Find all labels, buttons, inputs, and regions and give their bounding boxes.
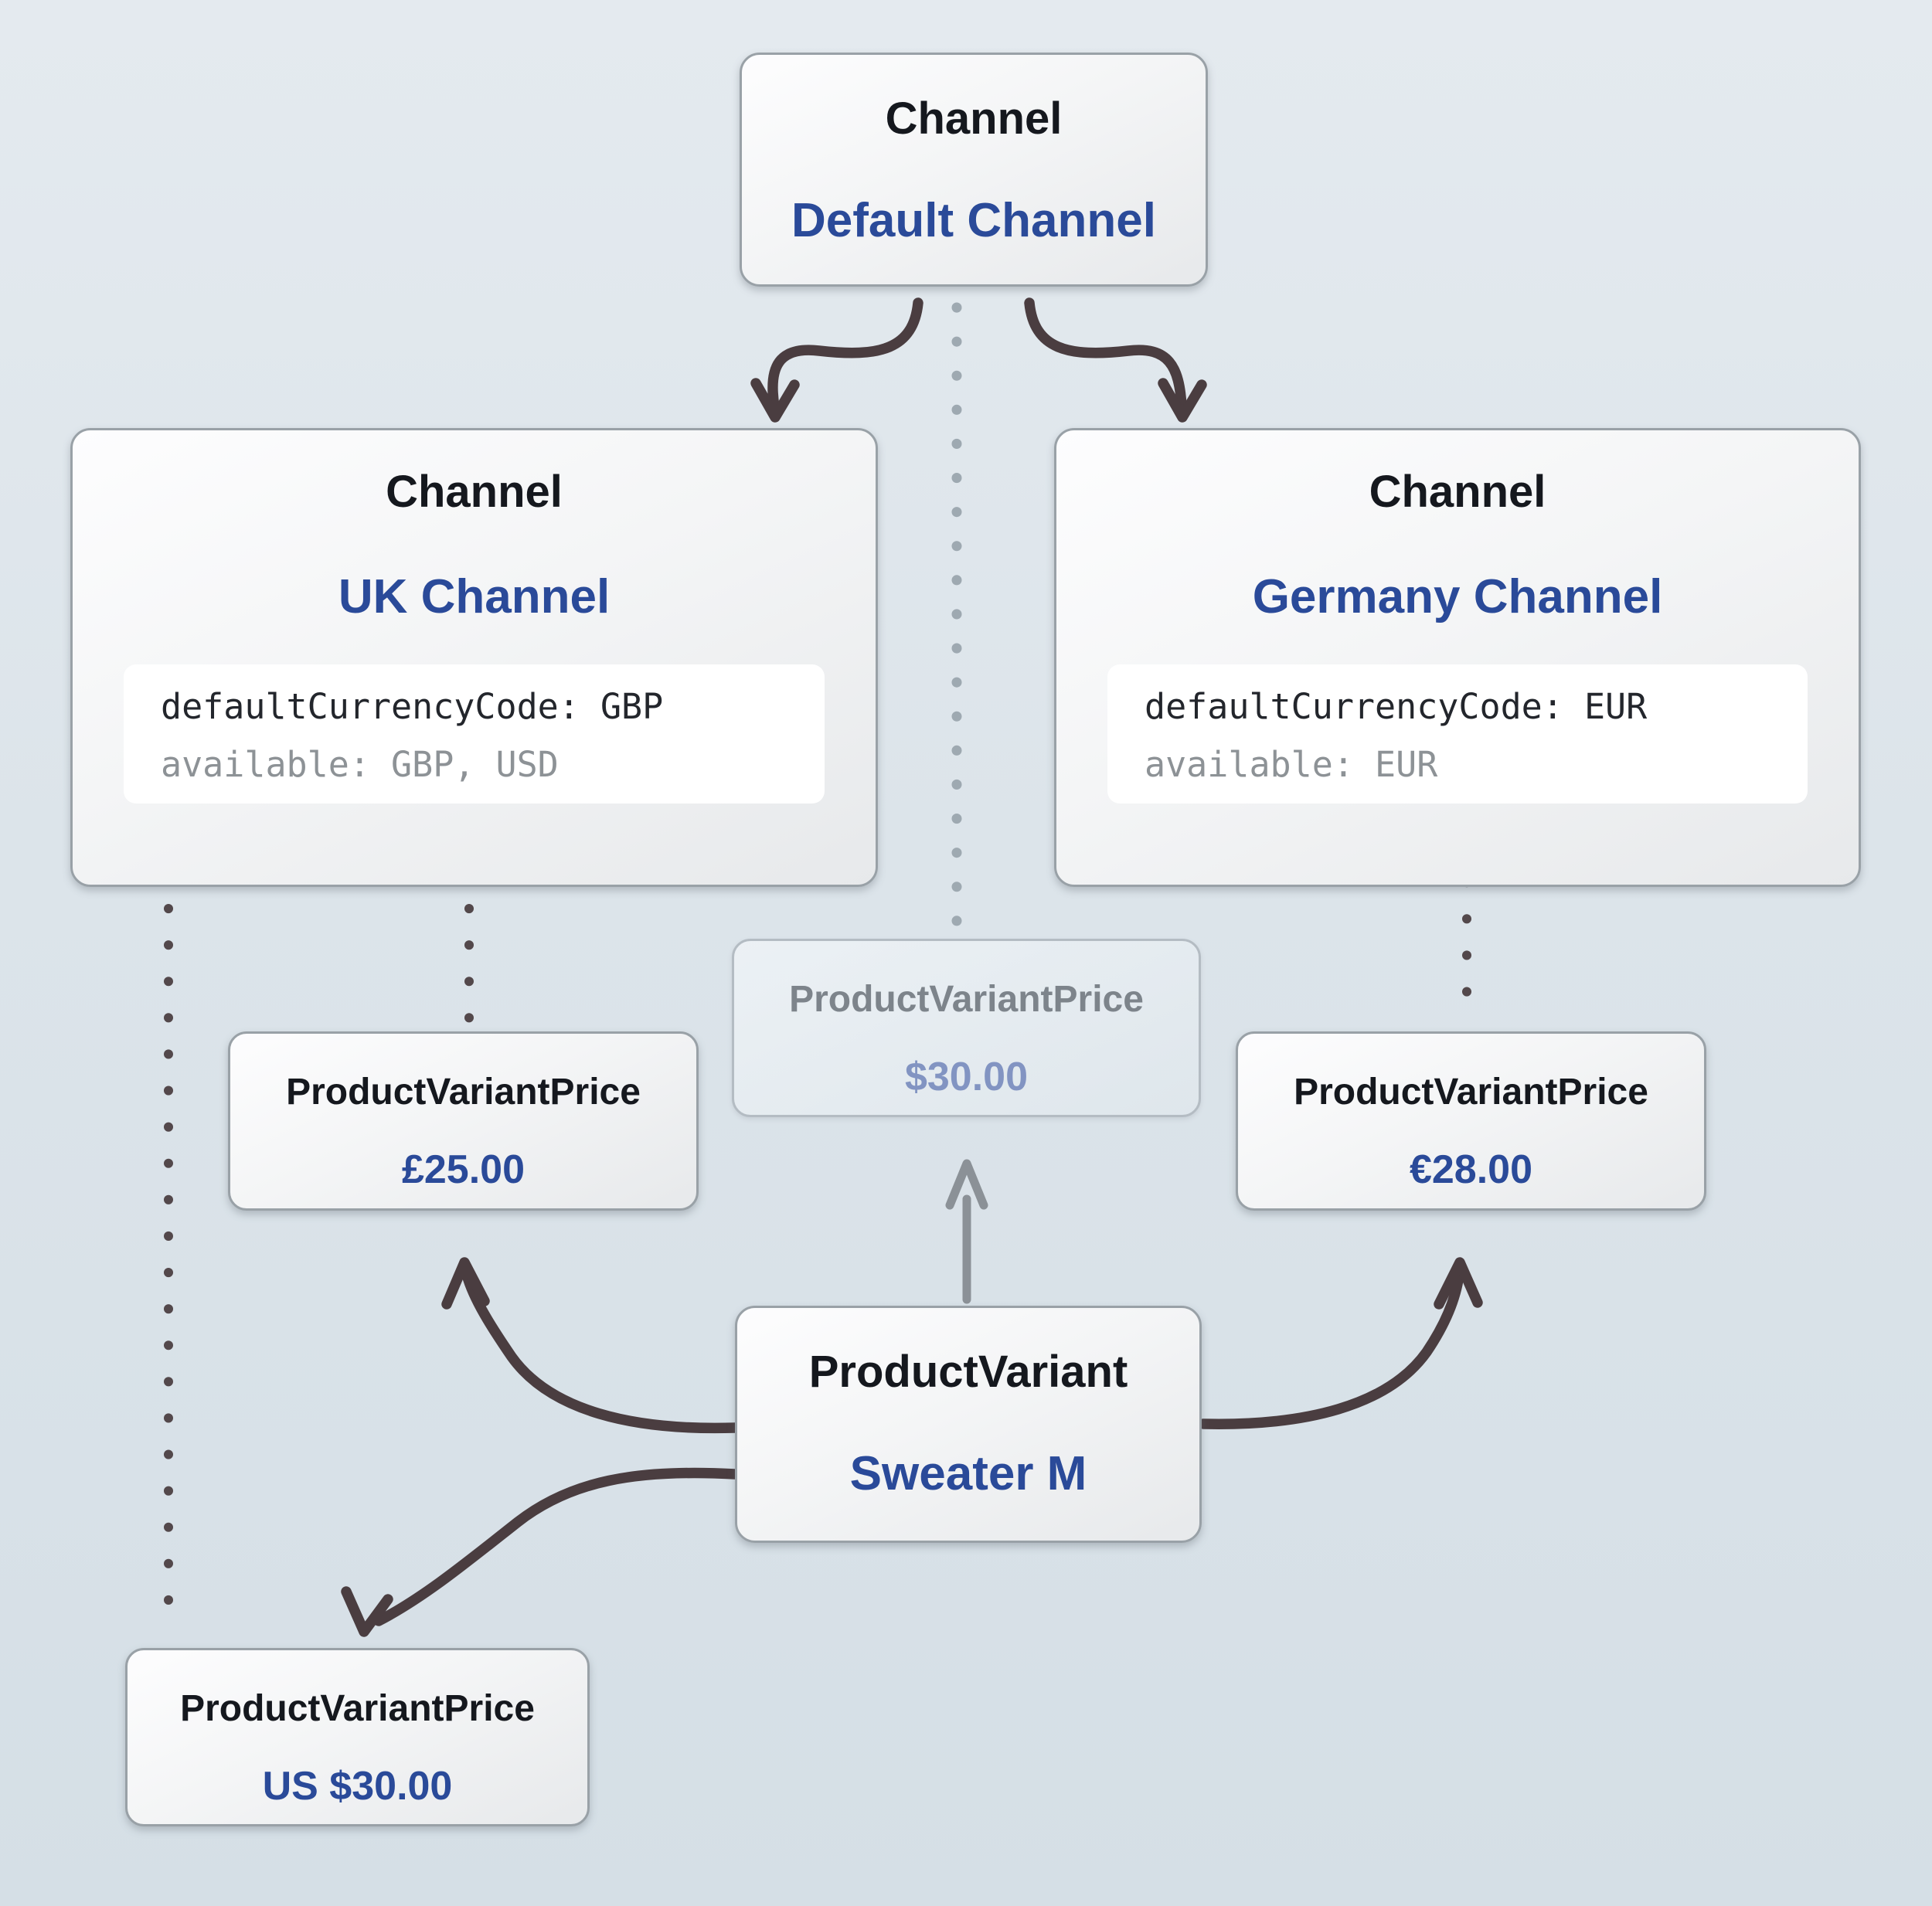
node-product-variant: ProductVariant Sweater M xyxy=(735,1306,1202,1543)
node-uk-channel: Channel UK Channel defaultCurrencyCode: … xyxy=(70,428,878,887)
node-uk-price: ProductVariantPrice £25.00 xyxy=(228,1031,699,1211)
node-us-price: ProductVariantPrice US $30.00 xyxy=(125,1648,590,1826)
entity-name-label: Germany Channel xyxy=(1252,570,1663,623)
node-germany-price: ProductVariantPrice €28.00 xyxy=(1236,1031,1706,1211)
node-default-channel: Channel Default Channel xyxy=(740,53,1208,287)
arrow-default-channel-to-germany-channel xyxy=(1024,297,1207,423)
price-value-label: €28.00 xyxy=(1409,1147,1533,1192)
entity-name-label: Sweater M xyxy=(849,1447,1087,1500)
available-currencies-line: available: EUR xyxy=(1145,744,1438,785)
arrow-product-variant-to-us-price xyxy=(341,1467,740,1637)
entity-type-label: ProductVariantPrice xyxy=(1294,1072,1648,1113)
price-value-label: $30.00 xyxy=(904,1055,1029,1099)
entity-type-label: ProductVariantPrice xyxy=(286,1072,641,1113)
entity-type-label: Channel xyxy=(1369,467,1546,517)
arrow-product-variant-to-uk-price xyxy=(441,1257,740,1434)
node-default-channel-price: ProductVariantPrice $30.00 xyxy=(732,939,1201,1117)
available-currencies-line: available: GBP, USD xyxy=(161,744,559,785)
currency-code-card: defaultCurrencyCode: EUR available: EUR xyxy=(1107,664,1808,804)
entity-type-label: ProductVariant xyxy=(808,1347,1128,1397)
entity-name-label: UK Channel xyxy=(338,570,611,623)
entity-name-label: Default Channel xyxy=(791,194,1156,247)
currency-code-card: defaultCurrencyCode: GBP available: GBP,… xyxy=(124,664,825,804)
price-value-label: US $30.00 xyxy=(262,1764,453,1809)
arrow-default-channel-to-uk-channel xyxy=(750,297,923,423)
default-currency-code-line: defaultCurrencyCode: EUR xyxy=(1145,686,1648,727)
entity-type-label: Channel xyxy=(885,93,1063,144)
arrow-product-variant-to-default-price xyxy=(945,1159,988,1304)
entity-type-label: ProductVariantPrice xyxy=(789,979,1144,1020)
price-value-label: £25.00 xyxy=(401,1147,526,1192)
entity-type-label: ProductVariantPrice xyxy=(180,1688,535,1729)
default-currency-code-line: defaultCurrencyCode: GBP xyxy=(161,686,664,727)
node-germany-channel: Channel Germany Channel defaultCurrencyC… xyxy=(1054,428,1861,887)
arrow-product-variant-to-germany-price xyxy=(1198,1257,1483,1429)
entity-type-label: Channel xyxy=(386,467,563,517)
